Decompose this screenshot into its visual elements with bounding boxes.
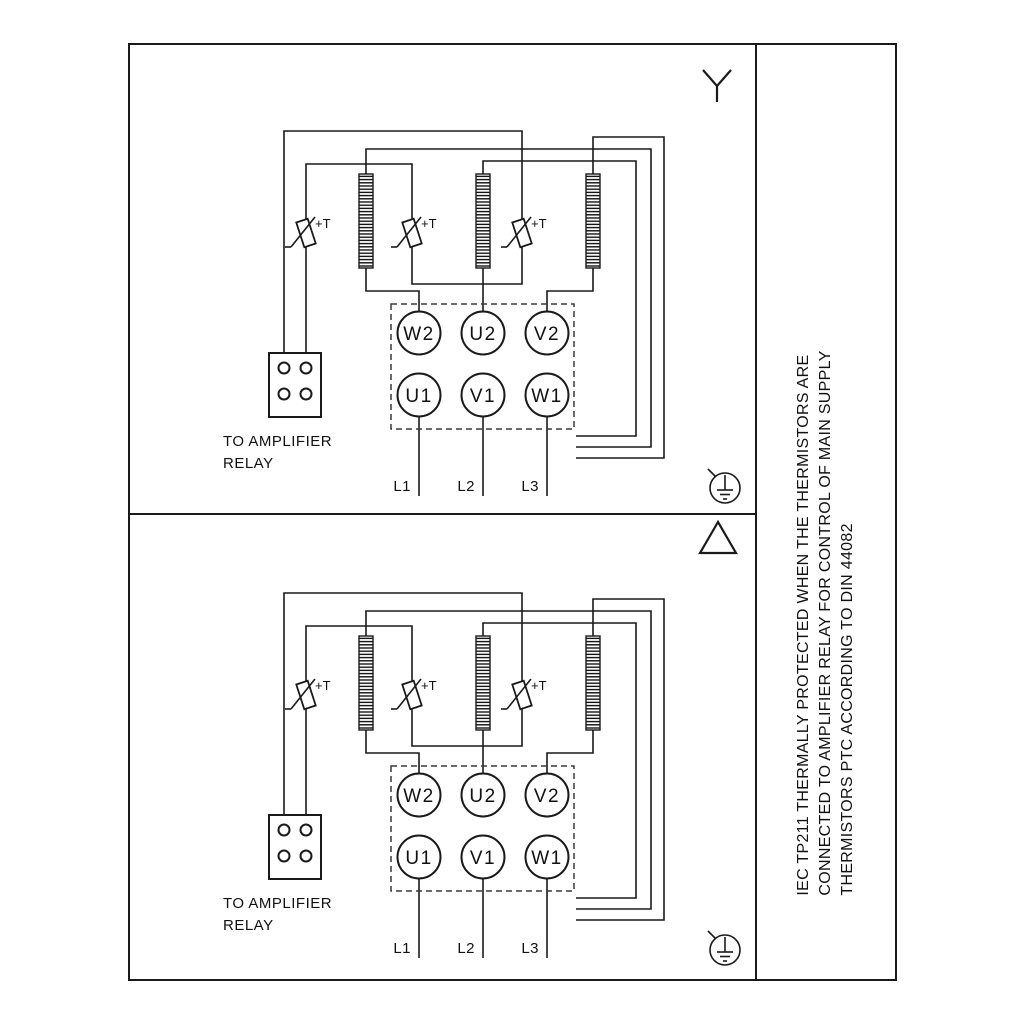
motor-winding xyxy=(475,635,491,731)
wiring xyxy=(283,130,665,496)
star-symbol xyxy=(702,69,732,102)
thermistor-label: +T xyxy=(315,216,331,231)
terminal-label: U1 xyxy=(405,386,432,407)
thermistor: +T xyxy=(501,209,547,257)
sidebar-note: IEC TP211 THERMALLY PROTECTED WHEN THE T… xyxy=(757,45,895,977)
motor-winding xyxy=(475,173,491,269)
terminal-u1 xyxy=(396,834,442,880)
terminal-v2 xyxy=(524,310,570,356)
sidebar-note-line-1: IEC TP211 THERMALLY PROTECTED WHEN THE T… xyxy=(795,354,812,896)
thermistor-label: +T xyxy=(531,678,547,693)
star-connection-panel: +T +T +T W2 U2 V2 U1 xyxy=(223,69,741,504)
terminal-v1 xyxy=(460,834,506,880)
motor-winding xyxy=(358,173,374,269)
sidebar-divider xyxy=(755,43,757,981)
terminal-label: W2 xyxy=(403,324,435,345)
motor-winding xyxy=(585,635,601,731)
earth-ground-icon xyxy=(707,930,741,966)
terminal-label: V1 xyxy=(470,386,496,407)
terminal-label: U2 xyxy=(469,324,496,345)
supply-label-l1: L1 xyxy=(393,478,411,495)
relay-connector xyxy=(268,814,322,880)
sidebar-note-text: IEC TP211 THERMALLY PROTECTED WHEN THE T… xyxy=(793,350,859,895)
supply-label-l1: L1 xyxy=(393,940,411,957)
terminal-label: U1 xyxy=(405,848,432,869)
terminal-u1 xyxy=(396,372,442,418)
terminal-label: V2 xyxy=(534,324,560,345)
thermistor-label: +T xyxy=(315,678,331,693)
motor-winding xyxy=(585,173,601,269)
thermistor: +T xyxy=(285,671,331,719)
supply-label-l2: L2 xyxy=(457,478,475,495)
delta-symbol xyxy=(698,519,738,555)
terminal-v2 xyxy=(524,772,570,818)
thermistor: +T xyxy=(391,209,437,257)
thermistor-label: +T xyxy=(531,216,547,231)
terminal-label: W1 xyxy=(531,386,563,407)
wiring xyxy=(283,592,665,958)
earth-ground-icon xyxy=(707,468,741,504)
terminal-label: W1 xyxy=(531,848,563,869)
relay-pin xyxy=(277,361,291,375)
relay-pin xyxy=(299,387,313,401)
relay-caption-line2: RELAY xyxy=(223,917,274,934)
supply-label-l3: L3 xyxy=(521,940,539,957)
relay-caption-line1: TO AMPLIFIER xyxy=(223,433,332,450)
relay-caption-line2: RELAY xyxy=(223,455,274,472)
thermistor-label: +T xyxy=(421,216,437,231)
panel-divider xyxy=(128,513,757,515)
thermistor: +T xyxy=(285,209,331,257)
terminal-w1 xyxy=(524,372,570,418)
relay-pin xyxy=(277,823,291,837)
supply-label-l2: L2 xyxy=(457,940,475,957)
relay-pin xyxy=(299,361,313,375)
thermistor: +T xyxy=(391,671,437,719)
frame-border xyxy=(128,43,897,981)
terminal-u2 xyxy=(460,772,506,818)
motor-winding xyxy=(358,635,374,731)
thermistor-label: +T xyxy=(421,678,437,693)
terminal-w2 xyxy=(396,310,442,356)
terminal-label: U2 xyxy=(469,786,496,807)
terminal-w2 xyxy=(396,772,442,818)
relay-pin xyxy=(299,823,313,837)
sidebar-note-line-3: THERMISTORS PTC ACCORDING TO DIN 44082 xyxy=(839,523,856,896)
relay-pin xyxy=(277,387,291,401)
terminal-label: V2 xyxy=(534,786,560,807)
relay-pin xyxy=(299,849,313,863)
relay-caption-line1: TO AMPLIFIER xyxy=(223,895,332,912)
relay-pin xyxy=(277,849,291,863)
terminal-w1 xyxy=(524,834,570,880)
thermistor: +T xyxy=(501,671,547,719)
terminal-label: V1 xyxy=(470,848,496,869)
terminal-block: W2 U2 V2 U1 V1 W1 xyxy=(390,765,575,892)
terminal-u2 xyxy=(460,310,506,356)
sidebar-note-line-2: CONNECTED TO AMPLIFIER RELAY FOR CONTROL… xyxy=(817,350,834,896)
supply-label-l3: L3 xyxy=(521,478,539,495)
delta-connection-panel: +T +T +T W2 U2 V2 U1 xyxy=(223,519,741,966)
terminal-block: W2 U2 V2 U1 V1 W1 xyxy=(390,303,575,430)
terminal-label: W2 xyxy=(403,786,435,807)
terminal-v1 xyxy=(460,372,506,418)
relay-connector xyxy=(268,352,322,418)
